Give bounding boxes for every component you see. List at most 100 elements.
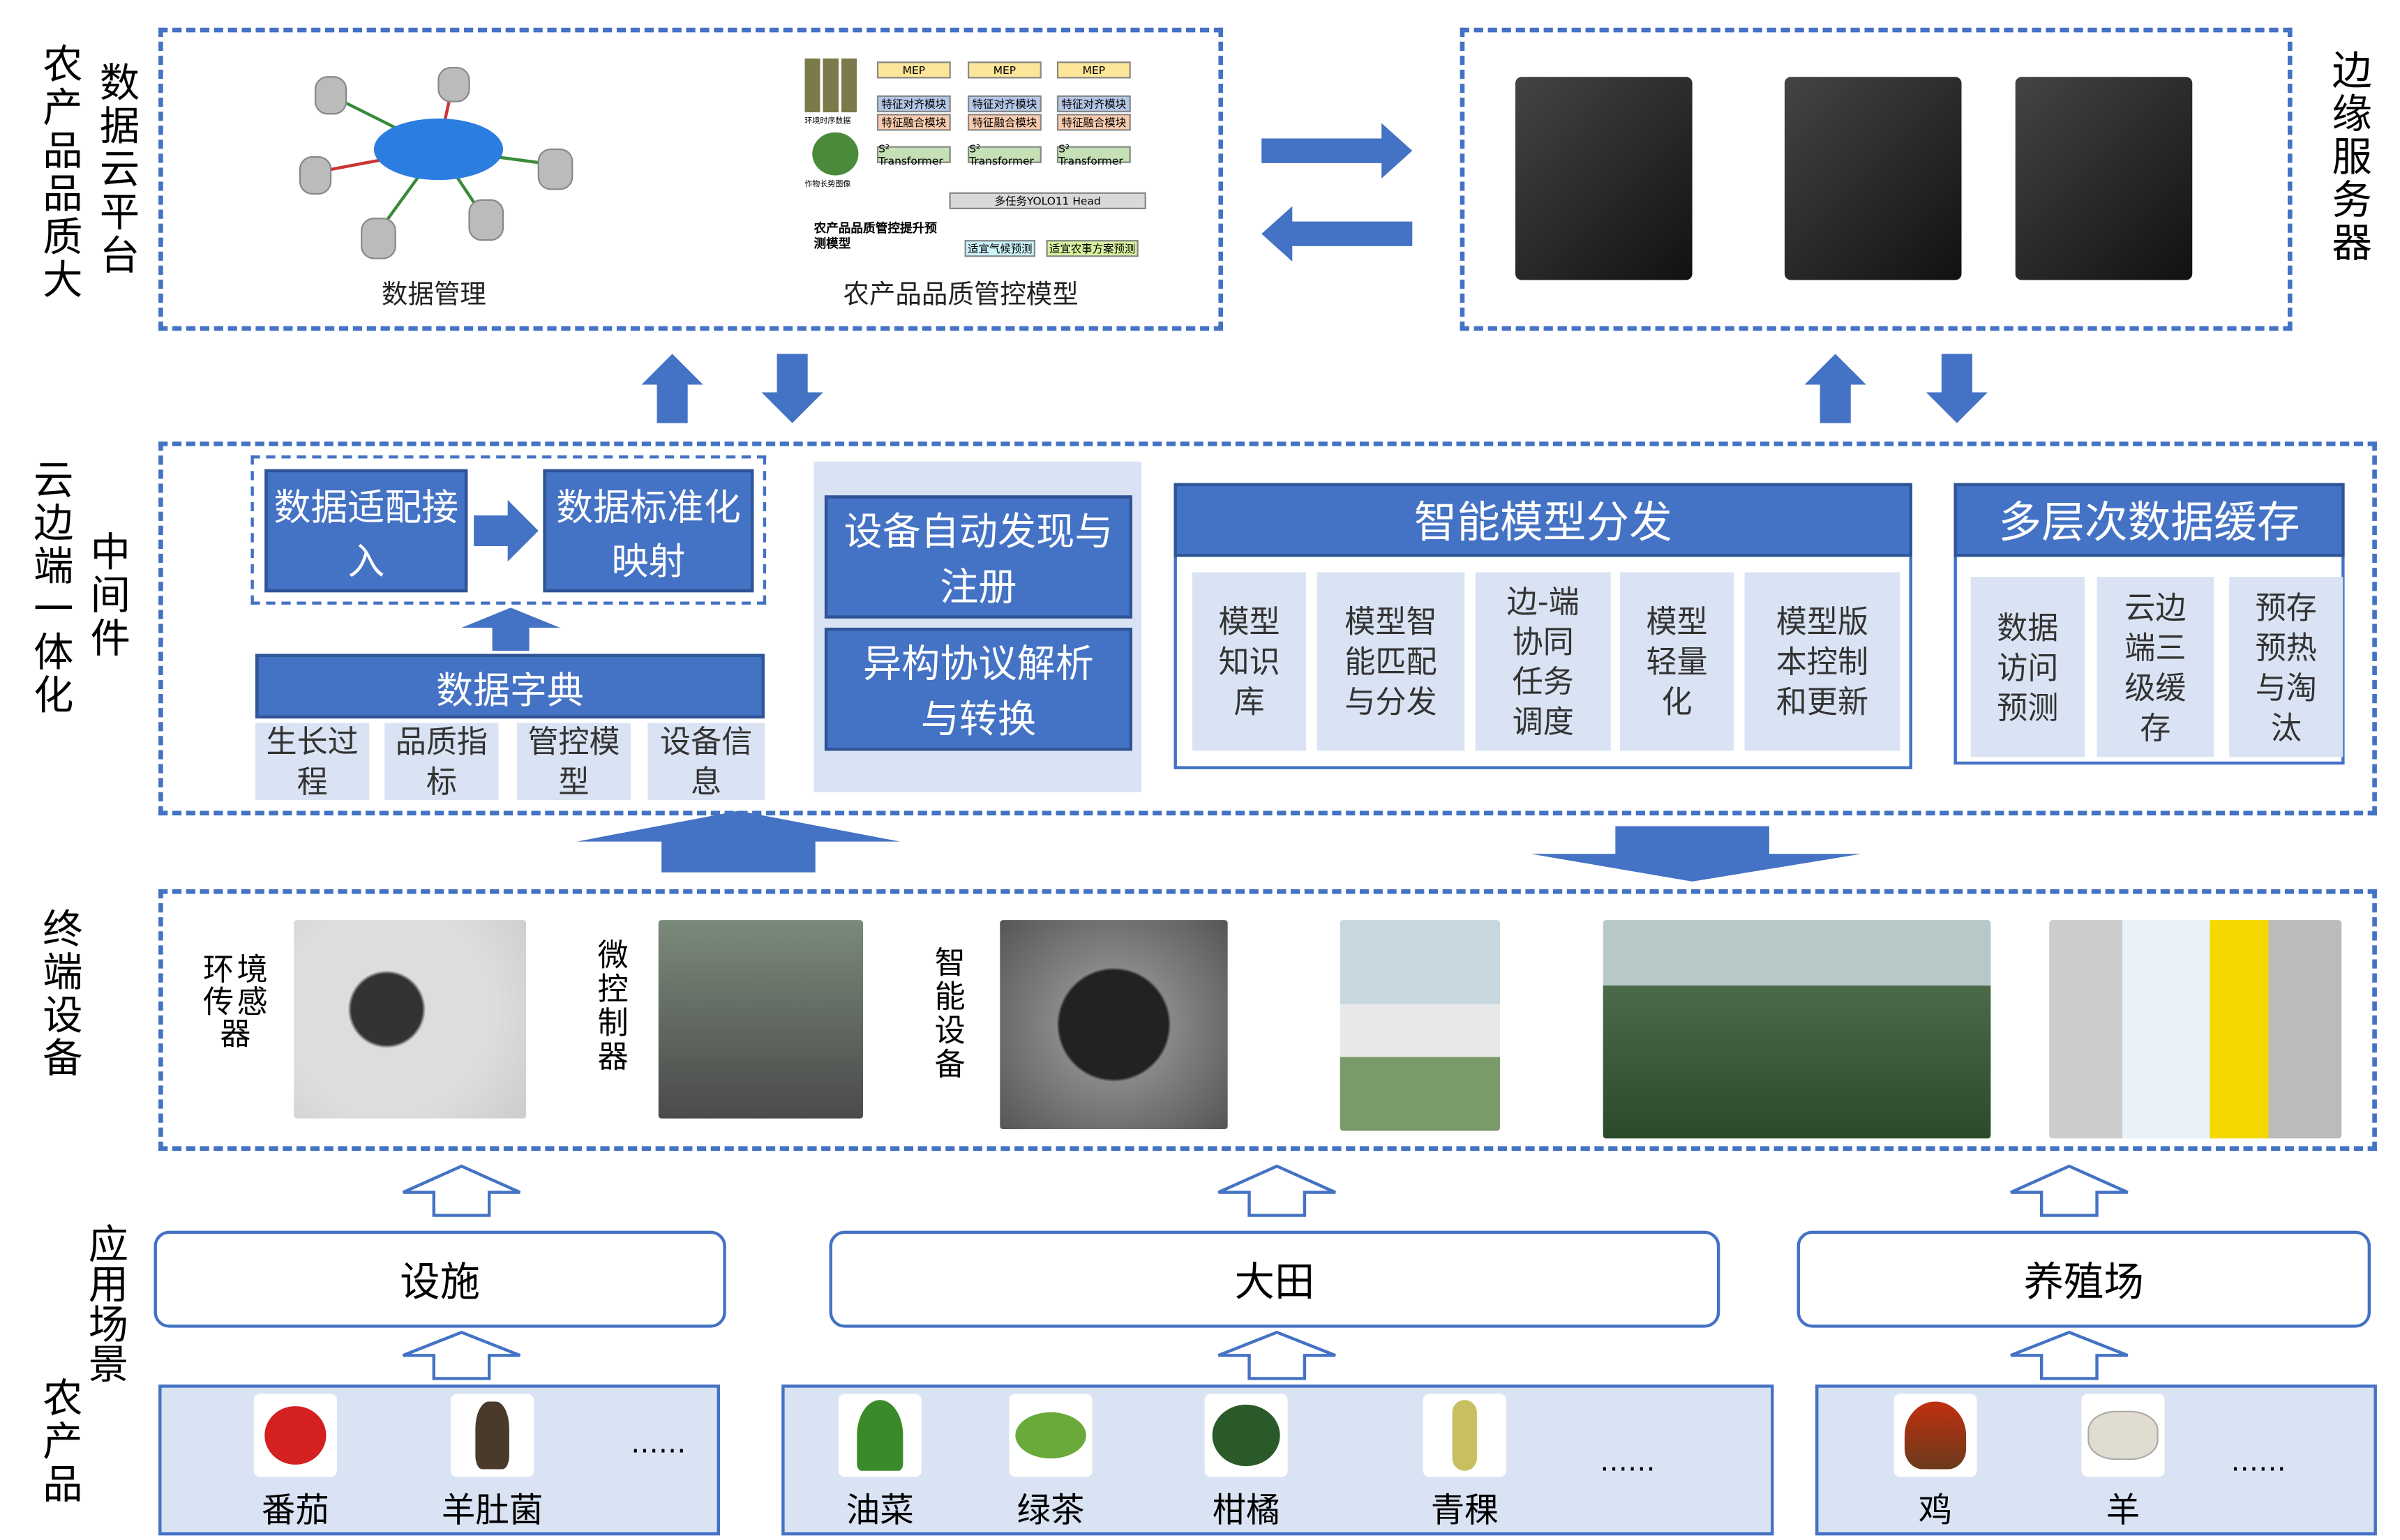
arrow-up: [1804, 354, 1866, 423]
field-sensor-photo: [1603, 920, 1991, 1139]
arrow-up: [461, 607, 560, 651]
model-diagram-title: 农产品品质管控提升预测模型: [813, 221, 937, 252]
input-env-label: 环境时序数据: [804, 116, 851, 126]
rapeseed-icon: [838, 1394, 922, 1477]
controller-photo: [658, 920, 864, 1119]
fuse-block: 特征融合模块: [876, 114, 951, 131]
output-climate: 适宜气候预测: [964, 240, 1036, 257]
product-name: 绿茶: [1017, 1492, 1085, 1531]
hollow-arrow-up: [2010, 1330, 2129, 1380]
distribution-item: 模型知识库: [1192, 572, 1307, 751]
product-name: 鸡: [1918, 1492, 1953, 1531]
sensor-label: 环境传感器: [203, 951, 271, 1052]
smart-device-label: 智能设备: [929, 946, 966, 1082]
terminal-box: [158, 889, 2377, 1151]
dict-item: 管控模型: [516, 723, 631, 801]
model-caption: 农产品品质管控模型: [843, 280, 1079, 311]
scene-field[interactable]: 大田: [829, 1230, 1720, 1328]
align-block: 特征对齐模块: [876, 95, 951, 113]
cache-header: 多层次数据缓存: [1953, 483, 2345, 557]
align-block: 特征对齐模块: [1056, 95, 1131, 113]
product-name: 番茄: [261, 1492, 329, 1531]
product-sheep: 羊: [2054, 1394, 2192, 1532]
morel-icon: [451, 1394, 534, 1477]
arrow-up-large: [576, 810, 900, 873]
label-terminal-devices: 终端设备: [36, 907, 82, 1080]
dict-item: 生长过程: [255, 723, 370, 801]
fan-photo: [1000, 920, 1228, 1130]
distribution-item: 模型轻量化: [1619, 572, 1734, 751]
product-name: 羊: [2106, 1492, 2140, 1531]
greenhouse-photo: [1340, 920, 1500, 1131]
data-standardization-box: 数据标准化映射: [543, 469, 754, 593]
product-name: 羊肚菌: [441, 1492, 543, 1531]
data-dictionary-header: 数据字典: [255, 654, 765, 719]
model-distribution-header: 智能模型分发: [1173, 483, 1912, 557]
arrow-right: [474, 499, 539, 562]
label-cloud-edge-end: 云边端一体化: [27, 458, 73, 717]
fuse-block: 特征融合模块: [1056, 114, 1131, 131]
tea-icon: [1009, 1394, 1093, 1477]
transformer-block: S² Transformer: [968, 142, 1042, 167]
mep-block: MEP: [1056, 61, 1131, 79]
arrow-down: [761, 354, 823, 423]
product-rapeseed: 油菜: [811, 1394, 949, 1532]
controller-label: 微控制器: [592, 938, 629, 1074]
product-tomato: 番茄: [226, 1394, 364, 1532]
server-icon: [2015, 77, 2193, 280]
env-data-thumbnail: [804, 58, 859, 113]
fuse-block: 特征融合模块: [968, 114, 1042, 131]
cloud-platform-box: [158, 27, 1224, 331]
middleware-box: [158, 441, 2377, 816]
arrow-down-large: [1531, 826, 1862, 882]
sheep-icon: [2081, 1394, 2165, 1477]
scene-label-text: 应用场景: [81, 1223, 128, 1384]
dict-item: 设备信息: [647, 723, 765, 801]
dict-item: 品质指标: [384, 723, 499, 801]
cache-item: 数据访问预测: [1970, 577, 2085, 757]
align-block: 特征对齐模块: [968, 95, 1042, 113]
model-diagram: 环境时序数据 作物长势图像 MEP MEP MEP 特征对齐模块 特征对齐模块 …: [804, 58, 1150, 262]
label-application-scenes: 应用场景: [18, 1223, 128, 1384]
hollow-arrow-up: [402, 1330, 521, 1380]
label-middleware: 中间件: [83, 531, 130, 660]
scene-farm[interactable]: 养殖场: [1797, 1230, 2371, 1328]
data-management-icon: [299, 66, 573, 259]
arrow-right: [1261, 123, 1413, 179]
label-edge-server: 边缘服务器: [2325, 49, 2371, 265]
more-ellipsis: ……: [2230, 1446, 2286, 1479]
cache-item: 预存预热与淘汰: [2229, 577, 2343, 757]
mep-block: MEP: [876, 61, 951, 79]
data-management-caption: 数据管理: [381, 280, 486, 311]
product-name: 青稞: [1430, 1492, 1499, 1531]
barley-icon: [1423, 1394, 1506, 1477]
cache-item: 云边端三级缓存: [2097, 577, 2214, 757]
sensor-photo: [294, 920, 527, 1119]
label-data-cloud: 数据云平台: [92, 61, 140, 278]
data-adapter-box: 数据适配接入: [264, 469, 468, 593]
product-morel: 羊肚菌: [423, 1394, 561, 1532]
product-name: 柑橘: [1212, 1492, 1280, 1531]
output-farming: 适宜农事方案预测: [1046, 240, 1139, 257]
hollow-arrow-up: [1217, 1330, 1336, 1380]
product-highland-barley: 青稞: [1395, 1394, 1533, 1532]
label-products: 农产品: [36, 1377, 82, 1507]
product-green-tea: 绿茶: [982, 1394, 1120, 1532]
server-icon: [1515, 77, 1693, 280]
distribution-item: 模型版本控制和更新: [1744, 572, 1900, 751]
transformer-block: S² Transformer: [1056, 142, 1131, 167]
arrow-down: [1926, 354, 1988, 423]
scene-facility[interactable]: 设施: [153, 1230, 726, 1328]
hollow-arrow-up: [402, 1164, 521, 1217]
server-icon: [1784, 77, 1962, 280]
product-chicken: 鸡: [1866, 1394, 2004, 1532]
product-name: 油菜: [846, 1492, 914, 1531]
distribution-item: 模型智能匹配与分发: [1317, 572, 1465, 751]
device-discovery-box: 设备自动发现与注册: [824, 495, 1132, 619]
arrow-up: [641, 354, 703, 423]
farm-device-photo: [2049, 920, 2342, 1139]
more-ellipsis: ……: [1600, 1446, 1656, 1479]
protocol-parsing-box: 异构协议解析与转换: [824, 627, 1132, 751]
input-img-label: 作物长势图像: [804, 180, 851, 190]
